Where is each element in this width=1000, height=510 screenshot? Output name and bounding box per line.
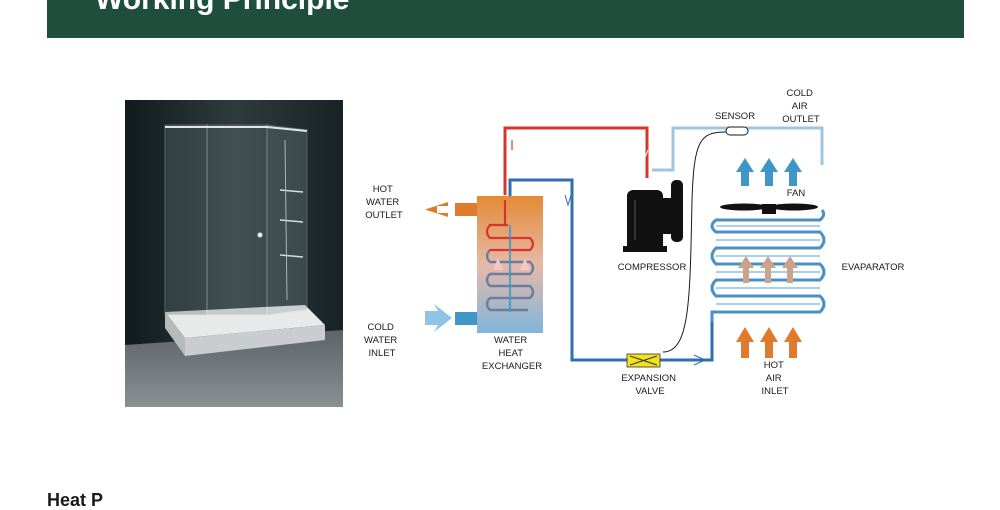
cold-air-outlet-arrows <box>736 158 802 186</box>
header-bar: Working Principle <box>47 0 964 38</box>
shower-enclosure-photo <box>125 100 343 407</box>
hot-water-outlet-arrow <box>425 202 448 217</box>
expansion-valve-label-1: EXPANSION <box>621 373 676 384</box>
cold-water-inlet-arrow <box>425 304 452 332</box>
svg-text:HOT AIR INLET: HOT AIR INLET <box>762 360 789 397</box>
heat-exchanger-label-2: HEAT <box>498 348 523 359</box>
compressor-label: COMPRESSOR <box>618 262 687 273</box>
suction-line <box>652 126 824 172</box>
discharge-line <box>503 126 649 195</box>
cold-air-outlet-label-3: OUTLET <box>782 114 820 125</box>
svg-text:WATER HEAT EXCHANGER: WATER HEAT EXCHANGER <box>482 335 542 372</box>
hot-water-outlet-label-2: WATER <box>366 197 399 208</box>
heat-exchanger-label-1: WATER <box>494 335 527 346</box>
hot-water-outlet-label-1: HOT <box>373 184 393 195</box>
page-title: Working Principle <box>95 0 350 18</box>
compressor-icon <box>623 180 683 252</box>
cold-air-outlet-label-1: COLD <box>786 88 813 99</box>
hot-air-inlet-arrows <box>736 327 802 358</box>
cold-water-inlet-label-1: COLD <box>367 322 394 333</box>
svg-text:COLD WATER INLET: COLD WATER INLET <box>364 322 400 359</box>
evaporator-label: EVAPARATOR <box>842 262 905 273</box>
heat-exchanger-label-3: EXCHANGER <box>482 361 542 372</box>
hot-air-inlet-label-1: HOT <box>764 360 784 371</box>
evaporator-coil <box>710 209 826 322</box>
fan-icon <box>720 203 818 214</box>
evaporator-air-arrows <box>738 256 798 283</box>
sensor-label: SENSOR <box>715 111 755 122</box>
svg-text:EXPANSION VALVE: EXPANSION VALVE <box>621 373 678 397</box>
liquid-line <box>508 178 627 362</box>
footer-heading: Heat P <box>47 490 104 510</box>
svg-text:COLD AIR OUTLET: COLD AIR OUTLET <box>782 88 820 125</box>
expansion-valve-icon <box>626 353 661 368</box>
expansion-valve-label-2: VALVE <box>635 386 664 397</box>
hot-air-inlet-label-3: INLET <box>762 386 789 397</box>
svg-text:HOT WATER OUTLET: HOT WATER OUTLET <box>365 184 403 221</box>
heat-pump-diagram: HOT WATER OUTLET COLD WATER INLET WATER … <box>364 88 905 397</box>
cold-water-inlet-label-2: WATER <box>364 335 397 346</box>
hot-water-outlet-label-3: OUTLET <box>365 210 403 221</box>
hot-air-inlet-label-2: AIR <box>766 373 782 384</box>
sensor-icon <box>725 126 749 136</box>
cold-air-outlet-label-2: AIR <box>792 101 808 112</box>
fan-label: FAN <box>787 188 806 199</box>
cold-water-inlet-label-3: INLET <box>369 348 396 359</box>
